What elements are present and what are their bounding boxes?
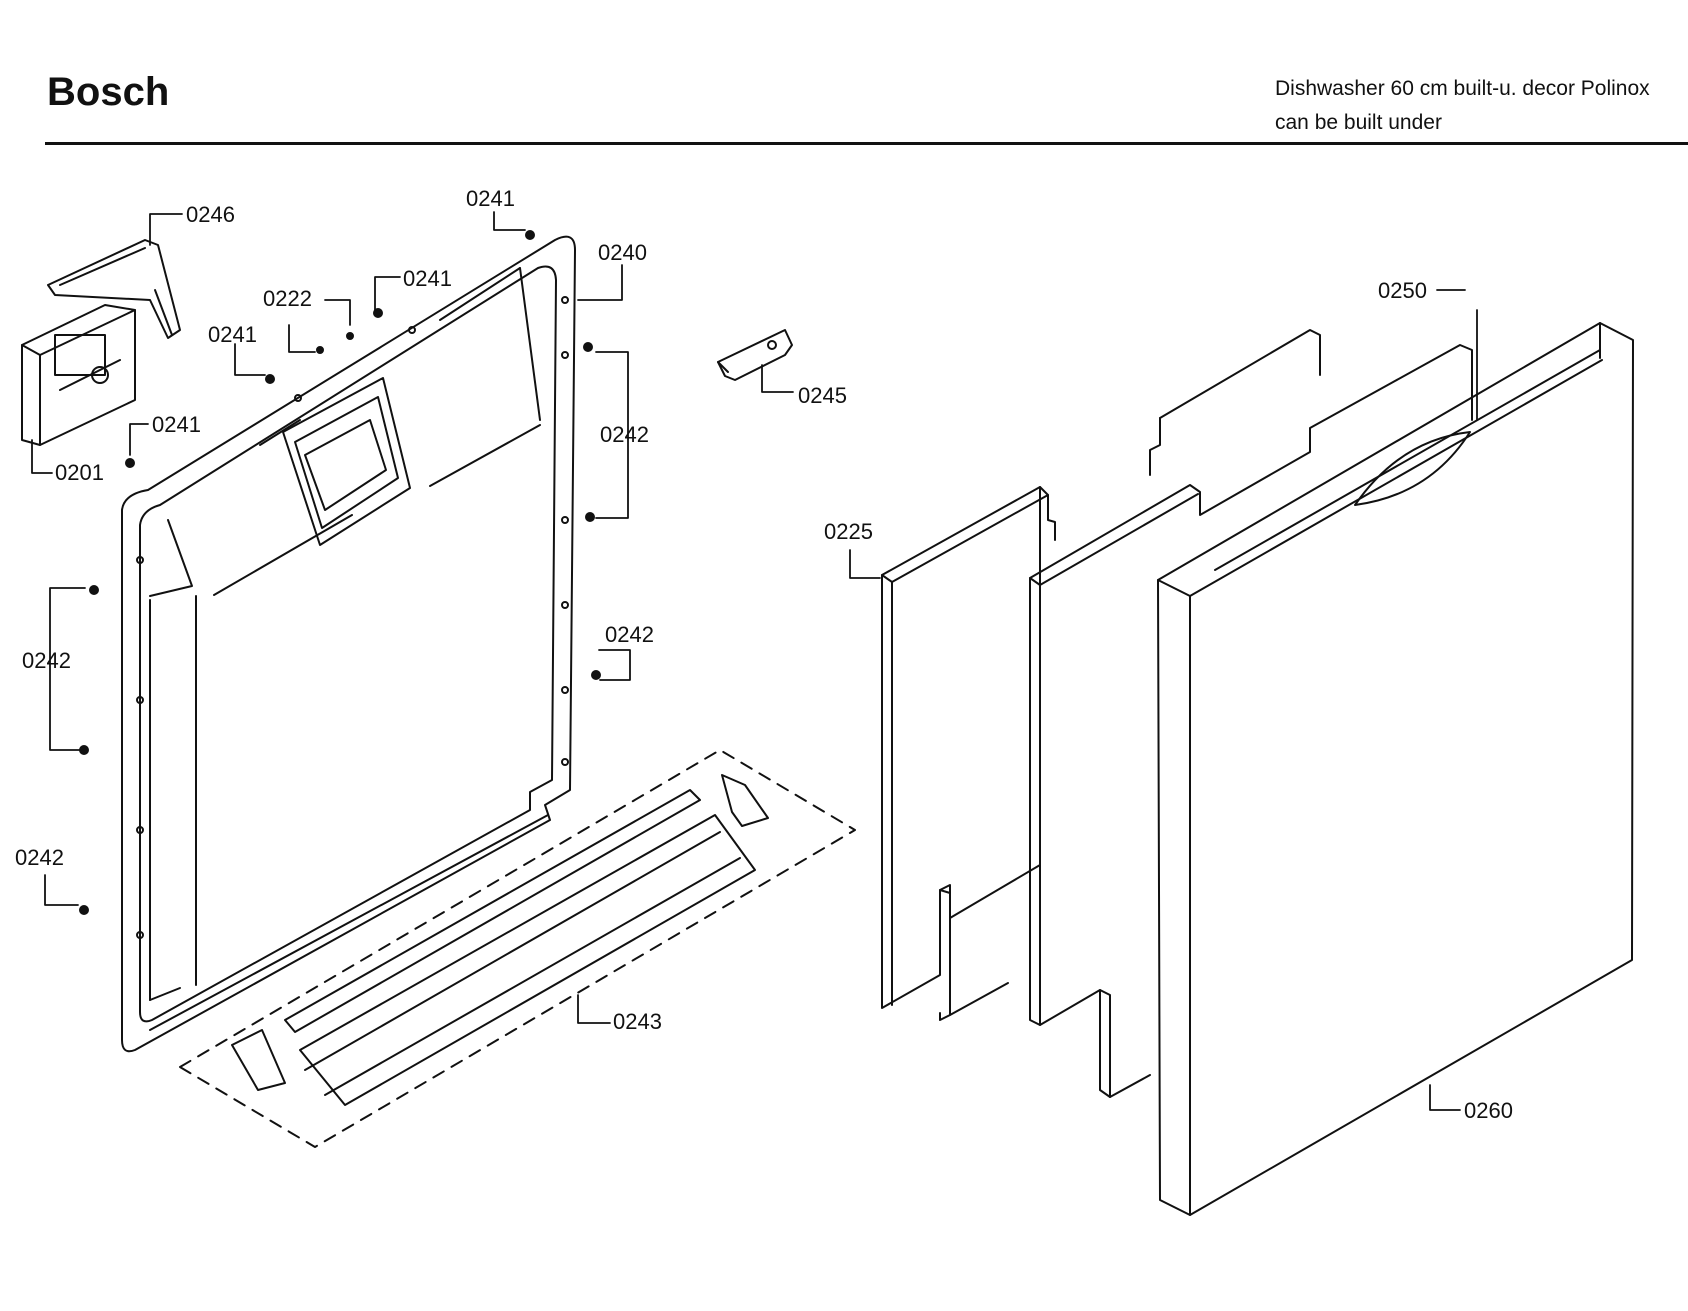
label-part-0242-right-lower: 0242 — [605, 622, 654, 647]
inner-door-frame — [121, 235, 576, 1053]
label-part-0245: 0245 — [798, 383, 847, 408]
label-part-0241-top: 0241 — [466, 186, 515, 211]
label-part-0201: 0201 — [55, 460, 104, 485]
label-part-0240: 0240 — [598, 240, 647, 265]
description-line-2: can be built under — [1275, 111, 1442, 134]
screws — [79, 230, 601, 915]
leader-lines — [31, 211, 1478, 1111]
label-part-0242-right-upper: 0242 — [600, 422, 649, 447]
description-line-1: Dishwasher 60 cm built-u. decor Polinox — [1275, 77, 1650, 100]
product-description: Dishwasher 60 cm built-u. decor Polinox … — [1275, 72, 1650, 140]
front-decor-panel — [1157, 322, 1634, 1216]
brand-name: Bosch — [47, 70, 170, 114]
label-part-0242-left-upper: 0242 — [22, 648, 71, 673]
bracket-part — [47, 239, 181, 339]
label-part-0241-upper: 0241 — [403, 266, 452, 291]
label-part-0225: 0225 — [824, 519, 873, 544]
label-part-0222: 0222 — [263, 286, 312, 311]
hinge-clip-part — [717, 329, 793, 381]
label-part-0260: 0260 — [1464, 1098, 1513, 1123]
label-part-0241-left: 0241 — [152, 412, 201, 437]
label-part-0243: 0243 — [613, 1009, 662, 1034]
header-divider — [45, 142, 1688, 145]
intermediate-panel — [1029, 329, 1473, 1098]
label-part-0241-mid: 0241 — [208, 322, 257, 347]
bottom-trim-kit — [179, 749, 856, 1148]
label-part-0242-left-lower: 0242 — [15, 845, 64, 870]
label-part-0250: 0250 — [1378, 278, 1427, 303]
label-part-0246: 0246 — [186, 202, 235, 227]
door-lock-assembly — [21, 304, 136, 446]
